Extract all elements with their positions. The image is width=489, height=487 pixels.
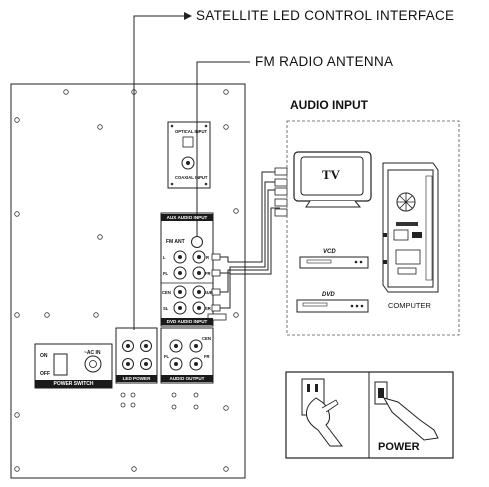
led-power-label: LED POWER	[116, 375, 157, 382]
ac-in-socket	[84, 355, 102, 373]
audio-cables	[213, 171, 280, 309]
aux-audio-input-label: AUX AUDIO INPUT	[161, 214, 213, 221]
panel-screw-holes	[14, 89, 239, 472]
input-right-label-sr: SR	[205, 306, 211, 311]
off-label: OFF	[40, 371, 50, 377]
rocker-switch	[53, 353, 68, 376]
vcd-drawing	[299, 256, 369, 269]
vcd-label: VCD	[323, 249, 336, 255]
tv-label: TV	[322, 167, 341, 182]
computer-drawing	[382, 162, 439, 293]
tv-drawing	[293, 151, 372, 208]
power-inset	[285, 371, 454, 459]
ac-in-label: ~AC IN	[84, 350, 101, 356]
output-label-fr: FR	[204, 354, 210, 359]
coaxial-input-label: COAXIAL INPUT	[175, 175, 208, 180]
input-left-label-l: L	[163, 255, 166, 260]
optical-port	[182, 136, 194, 148]
audio-input-heading: AUDIO INPUT	[290, 98, 368, 112]
input-left-label-cen: CEN	[162, 290, 171, 295]
led-power-block	[115, 327, 158, 384]
dvd-label: DVD	[322, 292, 335, 298]
satellite-callout-label: SATELLITE LED CONTROL INTERFACE	[196, 8, 455, 23]
rca-plugs	[211, 167, 288, 312]
input-right-label-r: R	[206, 255, 210, 260]
power-inset-label: POWER	[378, 441, 420, 453]
output-label-cen: CEN	[202, 336, 211, 341]
fm-ant-label: FM ANT	[166, 239, 185, 245]
audio-output-block	[160, 327, 214, 384]
audio-input-region	[286, 120, 460, 336]
optical-input-label: OPTICAL INPUT	[175, 129, 208, 134]
fm-antenna-jack	[191, 236, 203, 248]
audio-output-label: AUDIO OUTPUT	[161, 375, 213, 382]
input-right-label-sub: SUB	[204, 290, 213, 295]
arrow-head	[184, 12, 192, 20]
input-right-label-fr: FR	[205, 271, 211, 276]
on-label: ON	[40, 353, 48, 359]
input-left-label-fl: FL	[163, 271, 169, 276]
digital-input-plate	[167, 121, 211, 189]
computer-label: COMPUTER	[388, 301, 431, 310]
input-left-label-sl: SL	[163, 306, 169, 311]
callout-lines	[133, 15, 250, 330]
dvd-audio-input-label: DVD AUDIO INPUT	[161, 318, 213, 325]
power-switch-label: POWER SWITCH	[35, 380, 112, 388]
dvd-drawing	[296, 299, 369, 313]
output-label-fl: FL	[164, 354, 170, 359]
fm-antenna-callout-label: FM RADIO ANTENNA	[255, 54, 394, 69]
